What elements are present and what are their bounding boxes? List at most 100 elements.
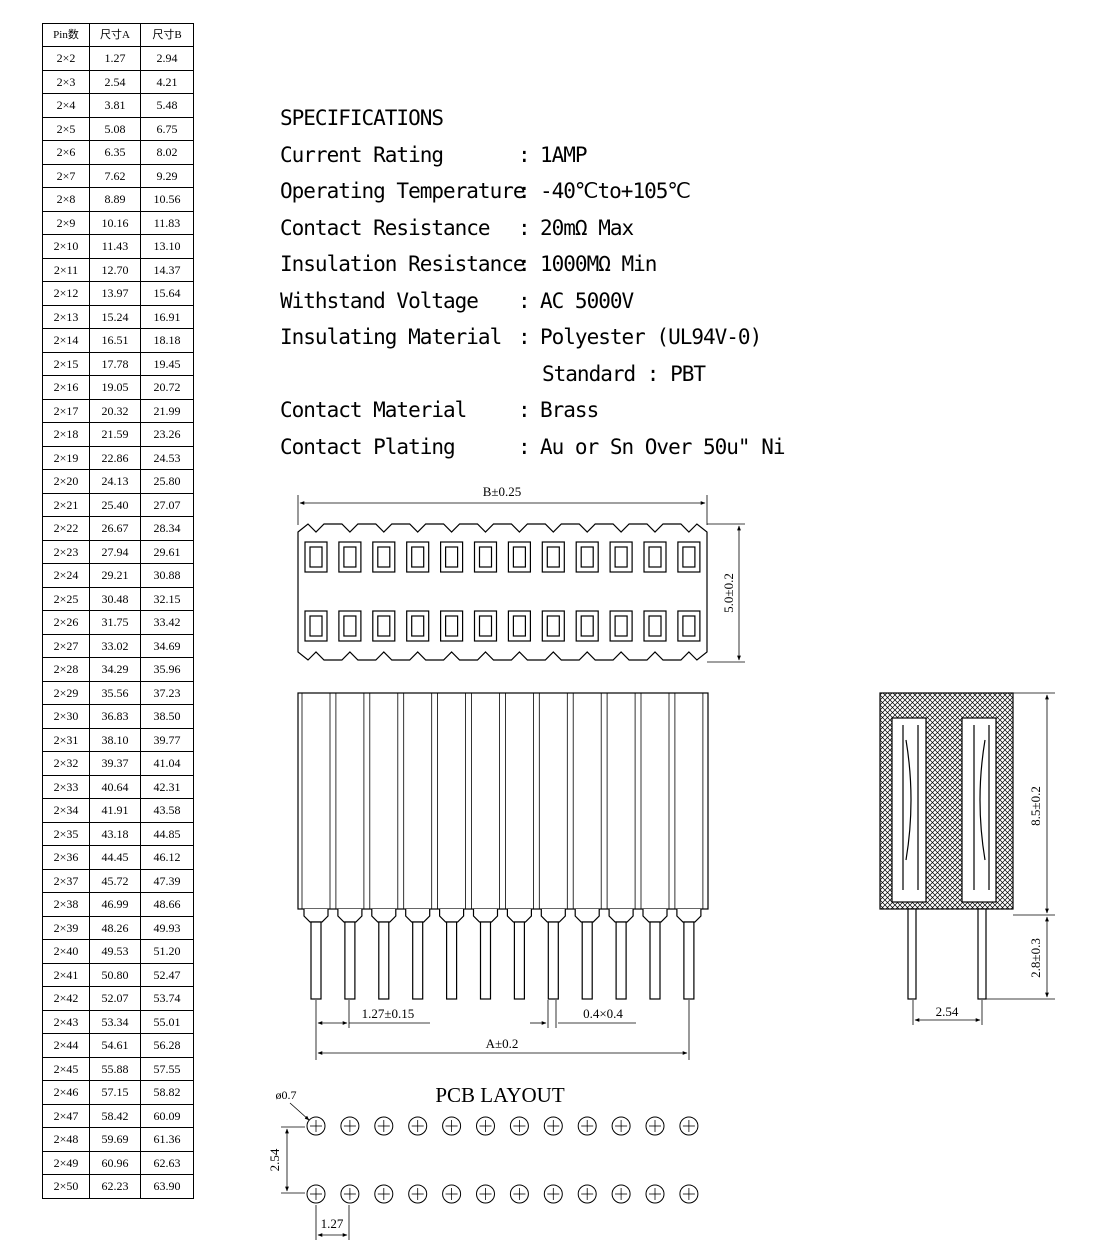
pin-count-cell: 2×19 [42,445,90,470]
pcb-hole [611,1184,631,1204]
dim-b-cell: 23.26 [140,422,194,447]
contact-slot-inner [445,546,459,568]
contact-slot [338,541,362,573]
contact-slot [677,541,701,573]
front-view-body [297,692,709,910]
pin-count-cell: 2×21 [42,492,90,517]
contact-slot [575,610,599,642]
dim-a-cell: 19.05 [89,375,141,400]
dim-b-cell: 46.12 [140,845,194,870]
dim-b-cell: 61.36 [140,1127,194,1152]
dim-a-cell: 53.34 [89,1009,141,1034]
contact-slot-inner [648,546,662,568]
pin-count-cell: 2×46 [42,1080,90,1105]
spec-label: Contact Resistance [280,215,491,240]
dim-b-cell: 57.55 [140,1056,194,1081]
pcb-hole [679,1116,699,1136]
dim-a-cell: 7.62 [89,163,141,188]
dim-b-cell: 21.99 [140,398,194,423]
contact-slot [643,541,667,573]
dim-b-cell: 55.01 [140,1009,194,1034]
dim-b-cell: 30.88 [140,563,194,588]
top-view-contact-slots [304,541,701,642]
spec-separator: : [518,179,531,203]
dim-a-cell: 44.45 [89,845,141,870]
pin-count-cell: 2×50 [42,1174,90,1199]
pin-shoulder [472,909,499,923]
pcb-hole-label: ø0.7 [276,1088,297,1102]
contact-slot-inner [648,615,662,637]
pcb-hole [374,1116,394,1136]
pin-count-cell: 2×45 [42,1056,90,1081]
pin-count-cell: 2×49 [42,1150,90,1175]
dim-a-cell: 46.99 [89,892,141,917]
pin-shoulder [303,909,329,923]
dim-a-cell: 33.02 [89,633,141,658]
pin-tail [683,921,695,1000]
dim-a-cell: 15.24 [89,304,141,329]
contact-slot [609,541,633,573]
dim-a-cell: 31.75 [89,610,141,635]
dim-a-cell: 20.32 [89,398,141,423]
pin-count-cell: 2×14 [42,328,90,353]
dim-b-cell: 62.63 [140,1150,194,1175]
pin-shoulder [574,909,600,923]
pin-count-cell: 2×13 [42,304,90,329]
contact-slot-inner [343,615,357,637]
pin-count-cell: 2×47 [42,1103,90,1128]
spec-label: Withstand Voltage [280,288,479,313]
pin-count-cell: 2×27 [42,633,90,658]
contact-slot [541,610,565,642]
pin-count-cell: 2×40 [42,939,90,964]
contact-slot [541,541,565,573]
dim-b-cell: 42.31 [140,774,194,799]
pin-tail [615,921,627,1000]
pin-count-cell: 2×18 [42,422,90,447]
spec-row: Insulation Resistance:1000MΩ Min [280,246,785,283]
dim-a-cell: 11.43 [89,234,141,259]
dim-a-cell: 60.96 [89,1150,141,1175]
spec-value: -40℃to+105℃ [540,179,691,203]
pin-shoulder [608,909,634,923]
pcb-hole [408,1184,428,1204]
pin-shoulder [439,909,465,923]
spec-value: Polyester (UL94V-0) [540,325,762,349]
side-view [879,692,1055,1025]
contact-slot [406,610,430,642]
dim-row-pitch-label: 2.54 [936,1004,959,1019]
dim-pin-label: 0.4×0.4 [583,1006,623,1021]
contact-slot-inner [614,615,628,637]
contact-slot [643,610,667,642]
spec-separator: : [518,215,531,240]
spec-label: Insulating Material [280,325,502,349]
dim-a-label: A±0.2 [486,1036,519,1051]
dim-b-cell: 47.39 [140,868,194,893]
pcb-hole [476,1116,495,1136]
pcb-hole [374,1184,394,1204]
pcb-hole [543,1116,563,1136]
spec-value: 1000MΩ Min [540,252,657,276]
pcb-hole [442,1116,462,1136]
pin-shoulder [642,909,668,923]
spec-value: Au or Sn Over 50u" Ni [540,434,786,459]
dim-b-cell: 39.77 [140,727,194,752]
contact-slot-inner [343,546,357,568]
pcb-hole [442,1184,462,1204]
spec-row: Withstand Voltage:AC 5000V [280,283,785,320]
